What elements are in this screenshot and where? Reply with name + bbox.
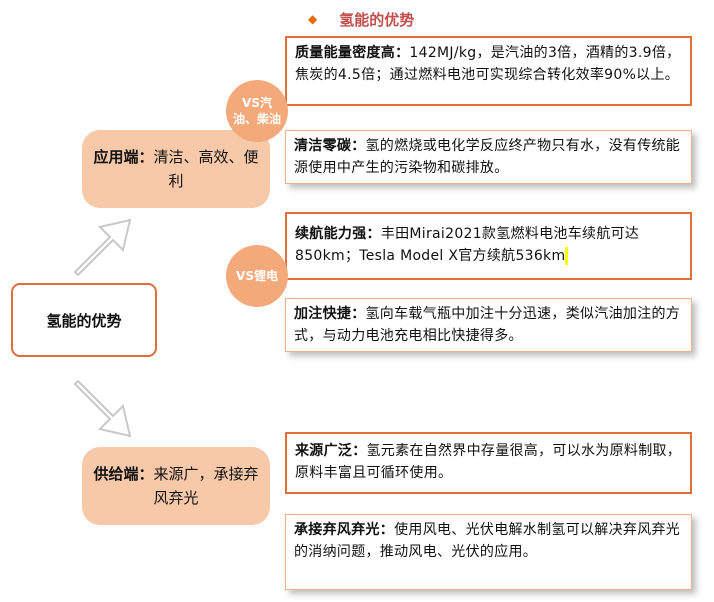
advantage-box-clean: 清洁零碳：氢的燃烧或电化学反应终产物只有水，没有传统能源使用中产生的污染物和碳排… [285, 130, 692, 184]
advantage-text: 丰田Mirai2021款氢燃料电池车续航可达850km；Tesla Model … [295, 226, 640, 264]
supply-label-rest: 来源广，承接弃风弃光 [153, 465, 259, 507]
advantage-box-curtailment: 承接弃风弃光：使用风电、光伏电解水制氢可以解决弃风弃光的消纳问题，推动风电、光伏… [285, 514, 692, 590]
supply-label-bold: 供给端： [93, 465, 154, 483]
application-label-bold: 应用端： [93, 148, 154, 166]
advantage-title: 续航能力强： [295, 226, 381, 242]
vs-lithium-badge: VS锂电 [226, 245, 288, 307]
advantage-box-source: 来源广泛：氢元素在自然界中存量很高，可以水为原料制取，原料丰富且可循环使用。 [285, 432, 692, 494]
text-cursor-highlight [565, 247, 569, 265]
advantage-text: 氢的燃烧或电化学反应终产物只有水，没有传统能源使用中产生的污染物和碳排放。 [294, 138, 681, 176]
advantage-box-energy-density: 质量能量密度高：142MJ/kg，是汽油的3倍，酒精的3.9倍，焦炭的4.5倍；… [285, 36, 692, 106]
advantage-title: 来源广泛： [295, 443, 367, 459]
diamond-bullet-icon: ◆ [308, 12, 318, 26]
advantage-text: 氢向车载气瓶中加注十分迅速，类似汽油加注的方式，与动力电池充电相比快捷得多。 [294, 306, 681, 344]
advantage-box-refuel: 加注快捷：氢向车载气瓶中加注十分迅速，类似汽油加注的方式，与动力电池充电相比快捷… [285, 298, 692, 352]
advantage-title: 清洁零碳： [294, 138, 366, 154]
advantage-text: 使用风电、光伏电解水制氢可以解决弃风弃光的消纳问题，推动风电、光伏的应用。 [294, 522, 681, 560]
title-text: 氢能的优势 [339, 10, 415, 29]
advantage-title: 质量能量密度高： [295, 45, 410, 61]
arrow-up-right-icon [73, 218, 132, 277]
supply-node: 供给端：来源广，承接弃风弃光 [82, 447, 270, 525]
application-node: 应用端：清洁、高效、便利 [82, 130, 270, 208]
advantage-text: 142MJ/kg，是汽油的3倍，酒精的3.9倍，焦炭的4.5倍；通过燃料电池可实… [295, 45, 681, 83]
vs-lithium-label: VS锂电 [236, 269, 278, 283]
advantage-box-range: 续航能力强：丰田Mirai2021款氢燃料电池车续航可达850km；Tesla … [285, 212, 692, 280]
advantage-text: 氢元素在自然界中存量很高，可以水为原料制取，原料丰富且可循环使用。 [295, 443, 682, 481]
center-node: 氢能的优势 [11, 283, 157, 357]
vs-oil-badge: VS汽油、柴油 [226, 80, 288, 142]
advantage-title: 加注快捷： [294, 306, 366, 322]
center-label: 氢能的优势 [46, 311, 122, 330]
diagram-title: ◆ 氢能的优势 [308, 6, 414, 32]
vs-oil-label: VS汽油、柴油 [232, 96, 281, 126]
arrow-down-right-icon [73, 379, 132, 438]
advantage-title: 承接弃风弃光： [294, 522, 395, 538]
application-label-rest: 清洁、高效、便利 [153, 148, 259, 190]
